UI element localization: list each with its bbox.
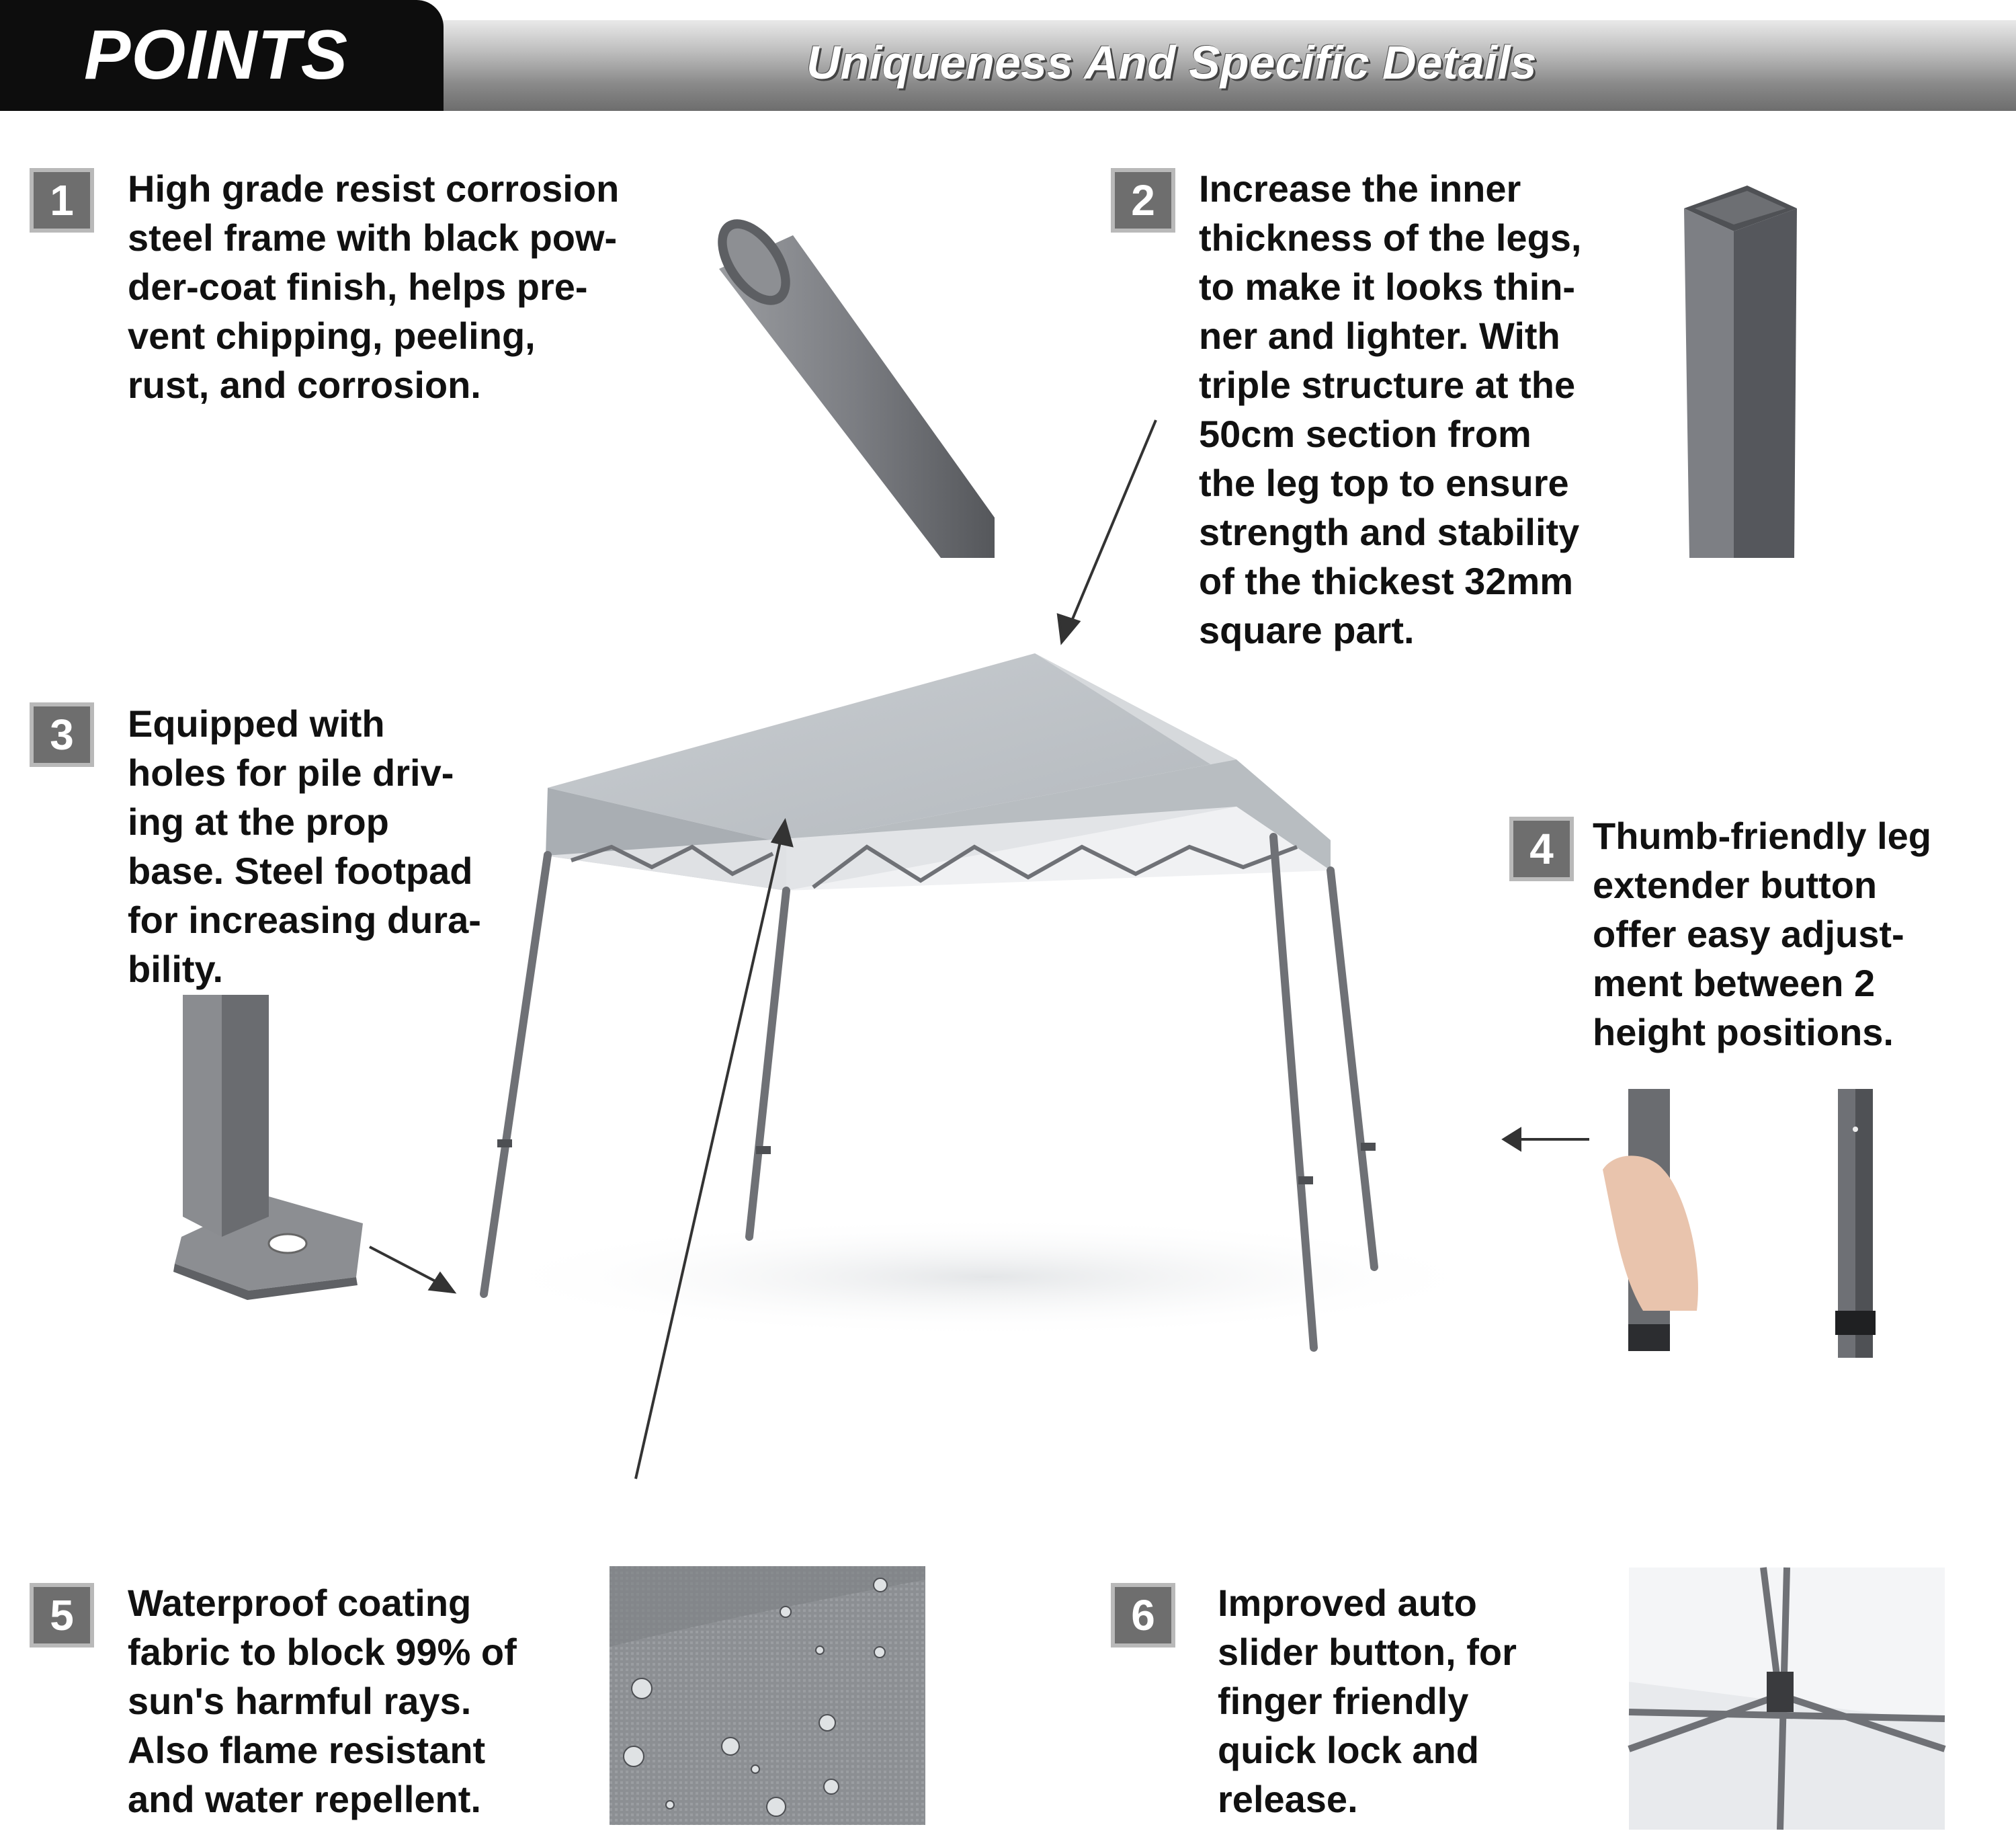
footpad-image xyxy=(173,995,363,1300)
point-6-badge: 6 xyxy=(1111,1583,1175,1647)
point-2-badge: 2 xyxy=(1111,168,1175,233)
square-leg-image xyxy=(1684,186,1797,558)
point-5-text: Waterproof coating fabric to block 99% o… xyxy=(128,1582,517,1820)
point-3-text: Equipped with holes for pile driv- ing a… xyxy=(128,702,481,990)
fabric-droplets-image xyxy=(610,1566,925,1825)
point-6-text: Improved auto slider button, for finger … xyxy=(1218,1582,1517,1820)
point-2-text: Increase the inner thickness of the legs… xyxy=(1199,167,1582,651)
header-tab-title: POINTS xyxy=(84,16,349,94)
slider-button-closeup-image xyxy=(1628,1567,1946,1830)
canopy-tent-image xyxy=(477,653,1499,1352)
oval-tube-image xyxy=(718,219,995,558)
point-1-text: High grade resist corrosion steel frame … xyxy=(128,167,620,406)
header-banner xyxy=(403,20,2016,111)
leg-button-closeup-image xyxy=(1603,1089,1876,1358)
header-subtitle: Uniqueness And Specific Details xyxy=(806,36,1537,89)
point-4-text: Thumb-friendly leg extender button offer… xyxy=(1593,815,1931,1053)
point-1-badge: 1 xyxy=(30,168,94,233)
point-4-badge: 4 xyxy=(1509,817,1574,881)
point-3-badge: 3 xyxy=(30,702,94,767)
header-tab xyxy=(0,0,444,111)
point-5-badge: 5 xyxy=(30,1583,94,1647)
